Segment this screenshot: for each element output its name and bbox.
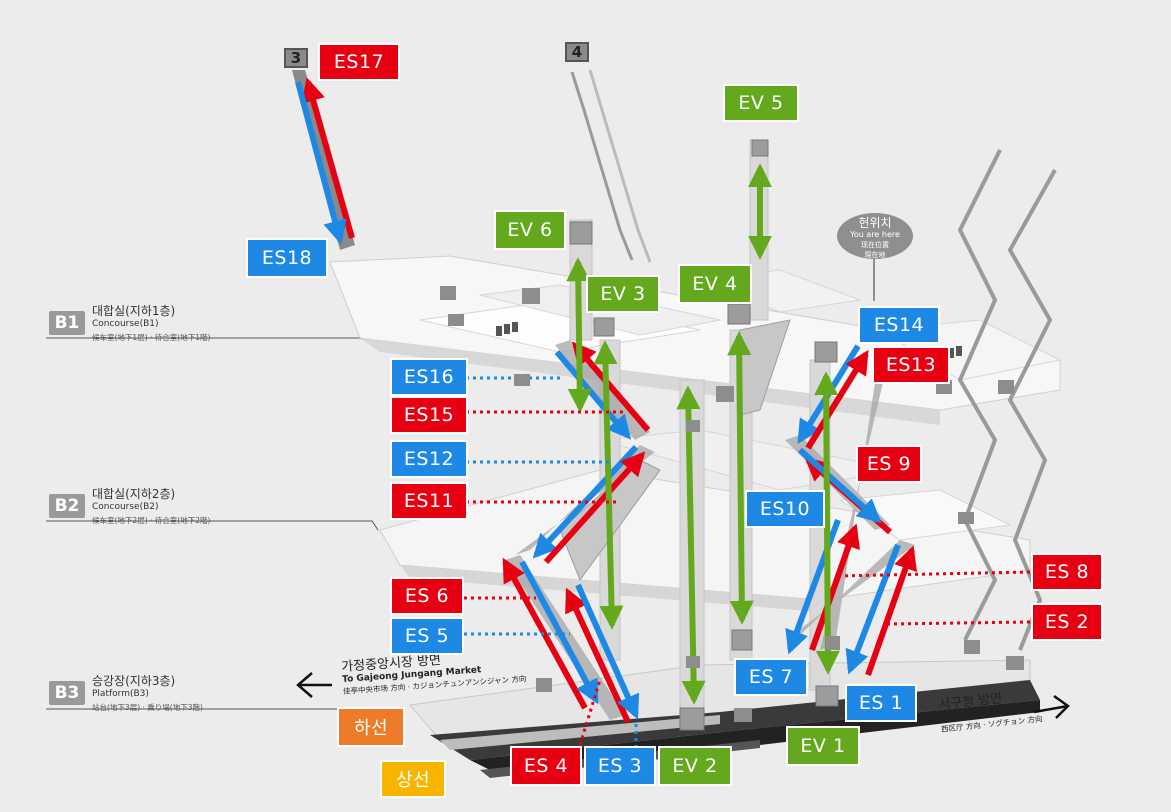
label-ev5: EV 5	[723, 84, 799, 122]
label-es10: ES10	[745, 490, 825, 528]
floor-name-b1: 대합실(지하1층) Concourse(B1) 候车室(地下1层) · 待合室(…	[92, 305, 210, 344]
label-es6: ES 6	[390, 577, 464, 615]
label-es9: ES 9	[856, 445, 922, 483]
label-es2: ES 2	[1031, 603, 1103, 641]
floor-name-b3-cn: 站台(地下3层) · 乗り場(地下3階)	[92, 703, 203, 712]
exit-3-badge: 3	[284, 48, 308, 68]
floor-badge-b2: B2	[49, 494, 85, 518]
you-are-here-cn1: 现在位置	[861, 241, 889, 249]
ev4-arrow	[727, 331, 754, 625]
ev6-arrow	[566, 257, 592, 413]
es1-arrow	[845, 543, 901, 675]
leader-lines	[464, 376, 1031, 748]
label-ev1: EV 1	[786, 726, 860, 766]
you-are-here-marker: 현위치 You are here 现在位置 現在地	[837, 213, 913, 259]
es5-arrow	[519, 560, 599, 705]
floor-name-b2: 대합실(지하2층) Concourse(B2) 候车室(地下2层) · 待合室(…	[92, 488, 210, 527]
ev1-arrow	[814, 371, 840, 675]
label-es18: ES18	[246, 238, 328, 278]
you-are-here-pin	[873, 259, 875, 301]
floor-name-b2-en: Concourse(B2)	[92, 502, 159, 512]
label-es15: ES15	[390, 396, 468, 434]
floor-badge-b1: B1	[49, 311, 85, 335]
stair-exit-4	[570, 69, 652, 263]
es18-arrow	[295, 81, 347, 245]
label-es7: ES 7	[734, 658, 808, 696]
label-track-up: 상선	[380, 760, 446, 798]
floor-name-b3-ko: 승강장(지하3층)	[92, 674, 176, 688]
elevator-shafts	[566, 163, 840, 705]
label-es14: ES14	[858, 306, 940, 344]
label-ev3: EV 3	[586, 275, 660, 313]
elevator-cabins	[569, 139, 839, 731]
es8-arrow	[865, 545, 917, 676]
label-es12: ES12	[390, 440, 468, 478]
label-es1: ES 1	[845, 684, 917, 722]
b2-slab	[379, 429, 1031, 612]
floor-name-b3: 승강장(지하3층) Platform(B3) 站台(地下3层) · 乗り場(地下…	[92, 675, 203, 714]
label-ev4: EV 4	[678, 264, 752, 304]
es17-arrow	[301, 77, 355, 239]
floor-badge-b3: B3	[49, 681, 85, 705]
label-es5: ES 5	[390, 617, 464, 655]
label-track-down: 하선	[337, 707, 405, 747]
floor-name-b1-en: Concourse(B1)	[92, 319, 159, 329]
you-are-here-ko: 현위치	[858, 216, 892, 230]
floor-name-b1-cn: 候车室(地下1层) · 待合室(地下1階)	[92, 333, 211, 342]
label-es11: ES11	[390, 482, 468, 520]
label-es4: ES 4	[510, 746, 582, 786]
exit-4-badge: 4	[565, 42, 589, 62]
label-es16: ES16	[390, 358, 468, 396]
label-es3: ES 3	[584, 746, 656, 786]
facility-icons	[440, 286, 1024, 722]
es6-arrow	[502, 557, 588, 710]
you-are-here-cn2: 現在地	[864, 251, 886, 259]
floor-name-b1-ko: 대합실(지하1층)	[92, 304, 176, 318]
label-es13: ES13	[872, 346, 950, 384]
label-es8: ES 8	[1031, 553, 1103, 591]
floor-name-b2-cn: 候车室(地下2层) · 待合室(地下2階)	[92, 516, 211, 525]
label-ev2: EV 2	[658, 746, 732, 786]
ev2-arrow	[676, 385, 706, 705]
es3-arrow	[575, 583, 640, 720]
label-es17: ES17	[318, 43, 400, 81]
floor-name-b3-en: Platform(B3)	[92, 689, 149, 699]
ev3-arrow	[593, 340, 624, 630]
label-ev6: EV 6	[494, 210, 566, 250]
you-are-here-en: You are here	[850, 230, 900, 239]
floor-name-b2-ko: 대합실(지하2층)	[92, 487, 176, 501]
direction-arrows	[296, 672, 1070, 719]
